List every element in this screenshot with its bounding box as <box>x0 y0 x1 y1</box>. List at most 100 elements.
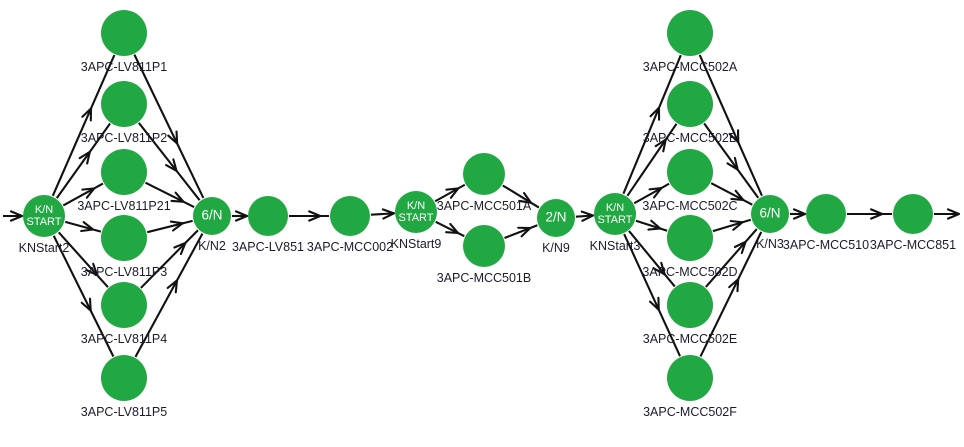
arrowhead-MCC501A-to-KN9 <box>518 192 533 204</box>
node-caption-KN2: K/N2 <box>198 239 226 253</box>
arrowhead-ENTRY_LEFT-to-KNStart2 <box>9 210 24 222</box>
edge-KNStart2-to-LV811P21 <box>62 182 104 207</box>
node-LV811P2[interactable] <box>101 81 147 127</box>
node-caption-MCC502E: 3APC-MCC502E <box>643 332 737 346</box>
arrowhead-KN2-to-LV851 <box>234 210 249 222</box>
node-MCC502E[interactable] <box>667 282 713 328</box>
arrowhead-KNStart9-to-MCC501A <box>445 187 460 199</box>
arrowhead-MCC502B-to-KN3 <box>726 156 739 171</box>
node-caption-MCC502C: 3APC-MCC502C <box>642 199 737 213</box>
edge-MCC502A-to-KN3 <box>698 54 763 197</box>
edge-KNStart2-to-LV811P1 <box>51 54 116 197</box>
arrowhead-KNStart2-to-LV811P4 <box>85 262 99 277</box>
node-KN9[interactable] <box>537 199 575 237</box>
node-caption-MCC501A: 3APC-MCC501A <box>437 199 532 213</box>
node-caption-MCC501B: 3APC-MCC501B <box>437 271 531 285</box>
node-caption-KNStart2: KNStart2 <box>19 241 70 255</box>
node-KNStart9[interactable] <box>395 191 437 233</box>
edge-KNStart2-to-LV811P2 <box>55 122 111 199</box>
edge-KNStart2-to-LV811P3 <box>64 220 102 233</box>
arrowhead-KNStart3-to-MCC502D <box>647 219 662 231</box>
edge-KNStart2-to-LV811P5 <box>52 235 115 357</box>
arrowhead-KN3-to-MCC510 <box>792 208 807 220</box>
edge-LV811P3-to-KN2 <box>147 219 193 234</box>
arrowhead-LV851-to-MCC002 <box>308 210 322 222</box>
arrowhead-MCC851-to-EXIT_RIGHT <box>946 208 961 220</box>
arrowhead-MCC510-to-MCC851 <box>870 208 884 220</box>
edge-MCC502C-to-KN3 <box>710 182 753 206</box>
arrowhead-LV811P5-to-KN2 <box>166 279 179 294</box>
arrowhead-KN9-to-KNStart3 <box>580 210 595 222</box>
node-MCC502C[interactable] <box>667 149 713 195</box>
node-LV811P21[interactable] <box>101 149 147 195</box>
node-LV811P3[interactable] <box>101 215 147 261</box>
edge-MCC502E-to-KN3 <box>705 228 758 288</box>
edge-KNStart3-to-MCC502D <box>635 219 668 232</box>
node-MCC501A[interactable] <box>463 153 505 195</box>
edge-KN9-to-KNStart3 <box>575 214 594 218</box>
arrowhead-MCC502A-to-KN3 <box>728 129 740 144</box>
node-KNStart3[interactable] <box>594 193 636 235</box>
node-MCC501B[interactable] <box>463 225 505 267</box>
edge-KNStart3-to-MCC502C <box>633 182 670 205</box>
edge-LV811P21-to-KN2 <box>145 181 195 208</box>
node-KN3[interactable] <box>751 195 789 233</box>
node-MCC502B[interactable] <box>667 81 713 127</box>
arrowhead-LV811P4-to-KN2 <box>173 241 187 256</box>
node-MCC502F[interactable] <box>667 355 713 401</box>
node-caption-KNStart9: KNStart9 <box>391 237 442 251</box>
arrowhead-KNStart3-to-MCC502F <box>648 296 660 311</box>
arrowhead-KNStart3-to-MCC502C <box>648 186 663 199</box>
node-LV851[interactable] <box>248 196 288 236</box>
node-caption-LV811P4: 3APC-LV811P4 <box>81 332 167 346</box>
edge-MCC501A-to-KN9 <box>502 184 540 209</box>
arrowhead-LV811P2-to-KN2 <box>165 158 178 172</box>
node-MCC002[interactable] <box>330 196 370 236</box>
node-caption-MCC502F: 3APC-MCC502F <box>643 405 737 419</box>
node-MCC502A[interactable] <box>667 10 713 56</box>
arrowhead-KNStart2-to-LV811P5 <box>80 297 92 312</box>
node-caption-MCC502D: 3APC-MCC502D <box>642 265 737 279</box>
arrowhead-MCC002-to-KNStart9 <box>381 208 396 220</box>
edge-KNStart3-to-MCC502E <box>628 230 676 288</box>
edge-KNStart3-to-MCC502B <box>626 123 678 197</box>
edge-KNStart3-to-MCC502F <box>623 233 681 357</box>
arrowhead-KNStart3-to-MCC502B <box>654 138 667 153</box>
node-KNStart2[interactable] <box>23 195 65 237</box>
node-MCC510[interactable] <box>806 194 846 234</box>
arrowhead-KNStart2-to-LV811P21 <box>81 187 96 199</box>
arrowhead-KNStart2-to-LV811P2 <box>78 150 91 165</box>
node-caption-LV811P3: 3APC-LV811P3 <box>81 265 167 279</box>
node-caption-MCC502B: 3APC-MCC502B <box>643 131 737 145</box>
node-caption-LV811P2: 3APC-LV811P2 <box>81 131 167 145</box>
arrowhead-LV811P1-to-KN2 <box>167 130 179 145</box>
arrowhead-KNStart3-to-MCC502E <box>653 261 666 276</box>
node-caption-KN3: K/N3 <box>756 237 784 251</box>
arrowhead-MCC502F-to-KN3 <box>728 278 740 293</box>
node-MCC502D[interactable] <box>667 215 713 261</box>
arrowhead-KNStart2-to-LV811P1 <box>81 107 93 122</box>
node-caption-KN9: K/N9 <box>542 241 570 255</box>
node-KN2[interactable] <box>193 197 231 235</box>
node-LV811P4[interactable] <box>101 282 147 328</box>
node-LV811P1[interactable] <box>101 10 147 56</box>
node-caption-LV811P21: 3APC-LV811P21 <box>77 199 170 213</box>
edge-KNStart9-to-MCC501A <box>434 183 466 203</box>
arrowhead-LV811P21-to-KN2 <box>170 191 185 203</box>
node-caption-LV811P1: 3APC-LV811P1 <box>81 60 167 74</box>
edge-MCC501B-to-KN9 <box>504 224 538 240</box>
arrowhead-MCC502E-to-KN3 <box>733 240 747 255</box>
node-caption-MCC510: 3APC-MCC510 <box>783 238 869 252</box>
node-MCC851[interactable] <box>893 194 933 234</box>
node-caption-LV851: 3APC-LV851 <box>232 240 304 254</box>
edge-KNStart2-to-LV811P4 <box>57 231 109 288</box>
node-LV811P5[interactable] <box>101 355 147 401</box>
arrowhead-LV811P3-to-KN2 <box>169 220 184 232</box>
node-caption-MCC851: 3APC-MCC851 <box>870 238 956 252</box>
edge-KNStart3-to-MCC502A <box>622 54 682 195</box>
node-label-KN2: 6/N <box>201 208 222 223</box>
